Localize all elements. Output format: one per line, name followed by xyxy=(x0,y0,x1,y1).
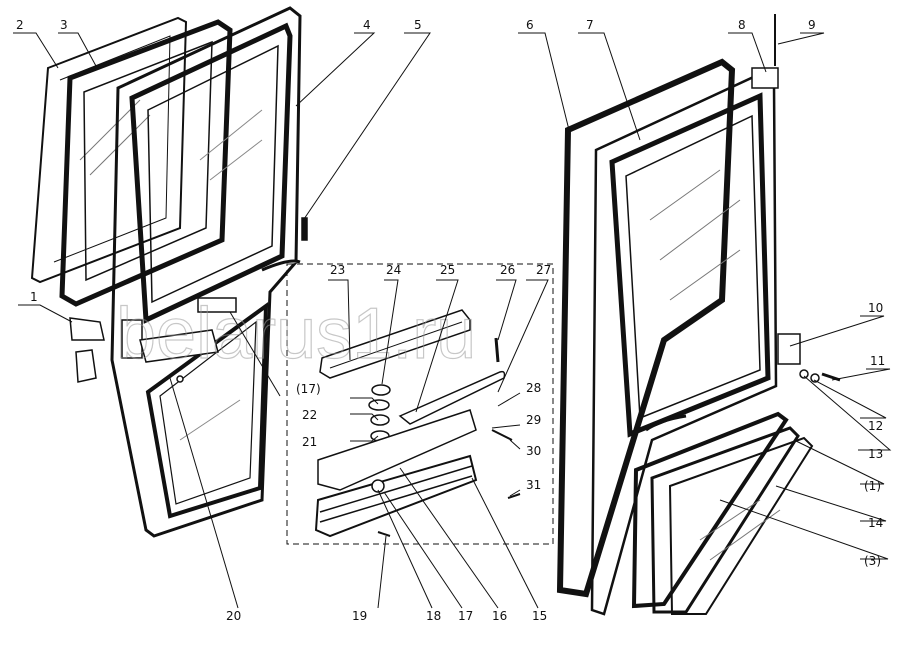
left-window-glass xyxy=(30,16,188,284)
callout-label: (17) xyxy=(296,382,321,396)
callout-label: 22 xyxy=(302,408,317,422)
callout-label: (3) xyxy=(864,554,881,568)
callout-label: 29 xyxy=(526,413,541,427)
callout-label: 1 xyxy=(30,290,38,304)
lock-parts-detail-box xyxy=(286,263,554,545)
callout-label: 7 xyxy=(586,18,594,32)
left-door-frame xyxy=(110,6,302,538)
left-door-lock xyxy=(69,259,301,383)
right-lower-glass-set xyxy=(631,411,814,615)
callout-label: 11 xyxy=(870,354,885,368)
leader-lines xyxy=(13,32,892,609)
callout-label: 9 xyxy=(808,18,816,32)
callout-label: 30 xyxy=(526,444,541,458)
callout-label: 4 xyxy=(363,18,371,32)
callout-label: 27 xyxy=(536,263,551,277)
watermark-text: belarus1.ru xyxy=(116,294,476,374)
callout-label: 10 xyxy=(868,301,883,315)
right-door-frame xyxy=(590,14,801,616)
callout-label: 15 xyxy=(532,609,547,623)
callout-label: 12 xyxy=(868,419,883,433)
callout-label: 2 xyxy=(16,18,24,32)
callout-label: 14 xyxy=(868,516,883,530)
right-door-seal xyxy=(556,58,736,598)
callout-label: 19 xyxy=(352,609,367,623)
callout-label: (1) xyxy=(864,479,881,493)
callout-label: 31 xyxy=(526,478,541,492)
callout-label: 21 xyxy=(302,435,317,449)
callout-label: 24 xyxy=(386,263,401,277)
callout-label: 26 xyxy=(500,263,515,277)
callout-label: 28 xyxy=(526,381,541,395)
lock-parts xyxy=(301,217,521,538)
callout-label: 17 xyxy=(458,609,473,623)
callout-label: 23 xyxy=(330,263,345,277)
callout-label: 20 xyxy=(226,609,241,623)
callout-label: 16 xyxy=(492,609,507,623)
callout-label: 6 xyxy=(526,18,534,32)
left-window-seal xyxy=(59,19,233,307)
callout-label: 13 xyxy=(868,447,883,461)
callout-labels: 2 3 4 5 6 7 8 9 1 10 11 12 13 (1) 14 (3)… xyxy=(16,18,885,623)
callout-label: 5 xyxy=(414,18,422,32)
callout-label: 3 xyxy=(60,18,68,32)
right-hinge-bolts xyxy=(799,369,841,383)
callout-label: 25 xyxy=(440,263,455,277)
callout-label: 18 xyxy=(426,609,441,623)
callout-label: 8 xyxy=(738,18,746,32)
